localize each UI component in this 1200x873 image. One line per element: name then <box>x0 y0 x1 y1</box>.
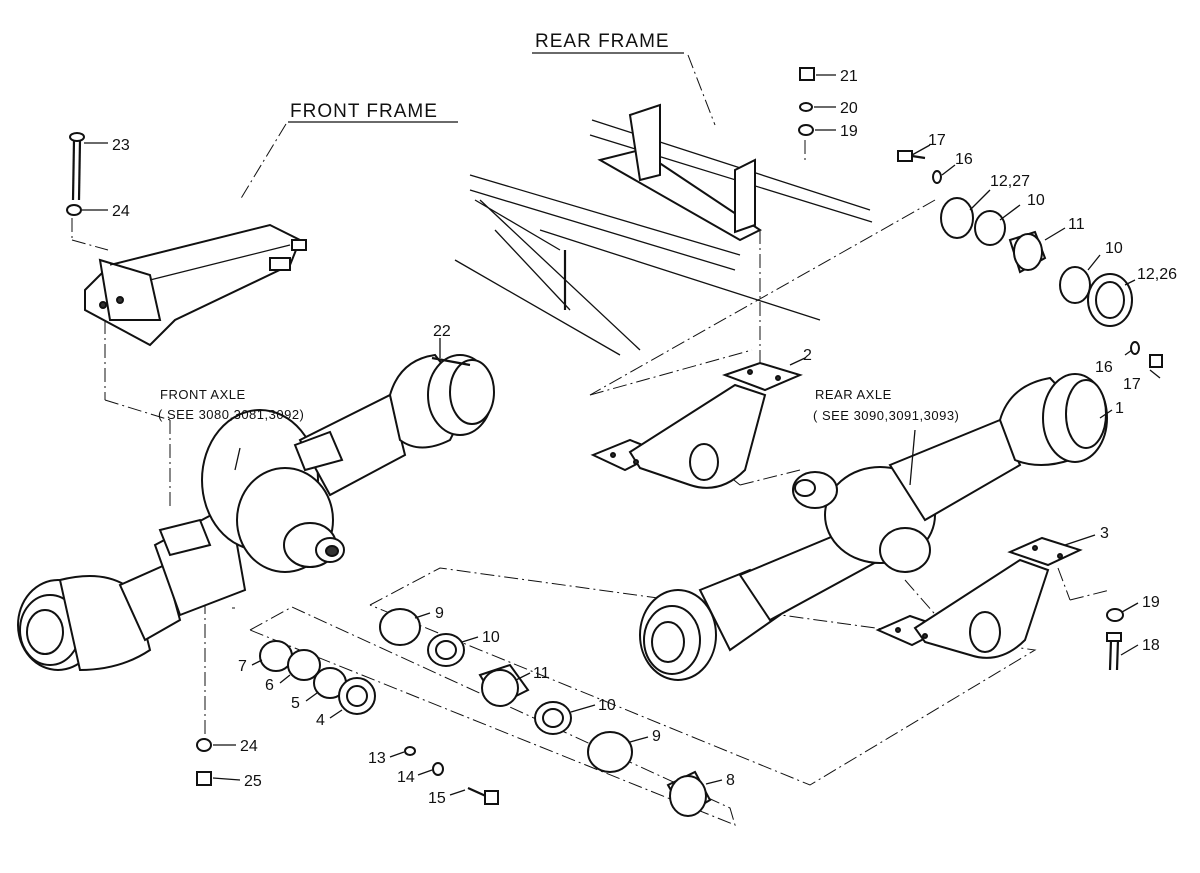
callout-13: 13 <box>368 750 386 767</box>
callout-21: 21 <box>840 68 858 85</box>
callout-12-27: 12,27 <box>990 173 1030 190</box>
callout-25: 25 <box>244 773 262 790</box>
rear-axle-caption-line1: REAR AXLE <box>815 387 892 402</box>
callout-11-bottom: 11 <box>533 665 550 682</box>
front-frame-label: FRONT FRAME <box>290 101 438 122</box>
callout-10-bottom-a: 10 <box>482 629 500 646</box>
callout-23: 23 <box>112 137 130 154</box>
callout-17-top: 17 <box>928 132 946 149</box>
callout-4: 4 <box>316 712 325 729</box>
callout-19-top: 19 <box>840 123 858 140</box>
front-axle-caption-line2: ( SEE 3080,3081,3092) <box>158 407 304 422</box>
callout-19-right: 19 <box>1142 594 1160 611</box>
callout-14: 14 <box>397 769 415 786</box>
callout-22: 22 <box>433 323 451 340</box>
leader-lines <box>71 140 1111 826</box>
callout-1: 1 <box>1115 400 1124 417</box>
hardware-parts <box>66 67 1163 817</box>
callout-6: 6 <box>265 677 274 694</box>
rear-frame-label: REAR FRAME <box>535 31 670 52</box>
mount-3-drawing <box>875 536 1083 659</box>
callout-10-bottom-b: 10 <box>598 697 616 714</box>
callout-10-top-a: 10 <box>1027 192 1045 209</box>
callout-8: 8 <box>726 772 735 789</box>
callout-11-top: 11 <box>1068 216 1085 233</box>
rear-axle-drawing <box>639 373 1108 681</box>
front-axle-caption-line1: FRONT AXLE <box>160 387 246 402</box>
callout-17-right: 17 <box>1123 376 1141 393</box>
callout-2: 2 <box>803 347 812 364</box>
rear-frame-drawing <box>454 103 873 356</box>
callout-3: 3 <box>1100 525 1109 542</box>
callout-9-b: 9 <box>652 728 661 745</box>
callout-24-bottom: 24 <box>240 738 258 755</box>
rear-axle-caption-line2: ( SEE 3090,3091,3093) <box>813 408 959 423</box>
callout-18: 18 <box>1142 637 1160 654</box>
callout-16-top: 16 <box>955 151 973 168</box>
front-frame-title: FRONT FRAME <box>239 101 458 201</box>
callout-16-right: 16 <box>1095 359 1113 376</box>
callout-20: 20 <box>840 100 858 117</box>
callout-pointers <box>82 74 1161 796</box>
callout-5: 5 <box>291 695 300 712</box>
callout-24-top: 24 <box>112 203 130 220</box>
front-axle-drawing <box>17 353 495 672</box>
callout-7: 7 <box>238 658 247 675</box>
callout-12-26: 12,26 <box>1137 266 1177 283</box>
rear-frame-title: REAR FRAME <box>532 31 716 126</box>
callout-10-top-b: 10 <box>1105 240 1123 257</box>
mount-2-drawing <box>590 361 803 489</box>
callout-9-a: 9 <box>435 605 444 622</box>
front-frame-drawing <box>84 223 307 347</box>
callout-15: 15 <box>428 790 446 807</box>
